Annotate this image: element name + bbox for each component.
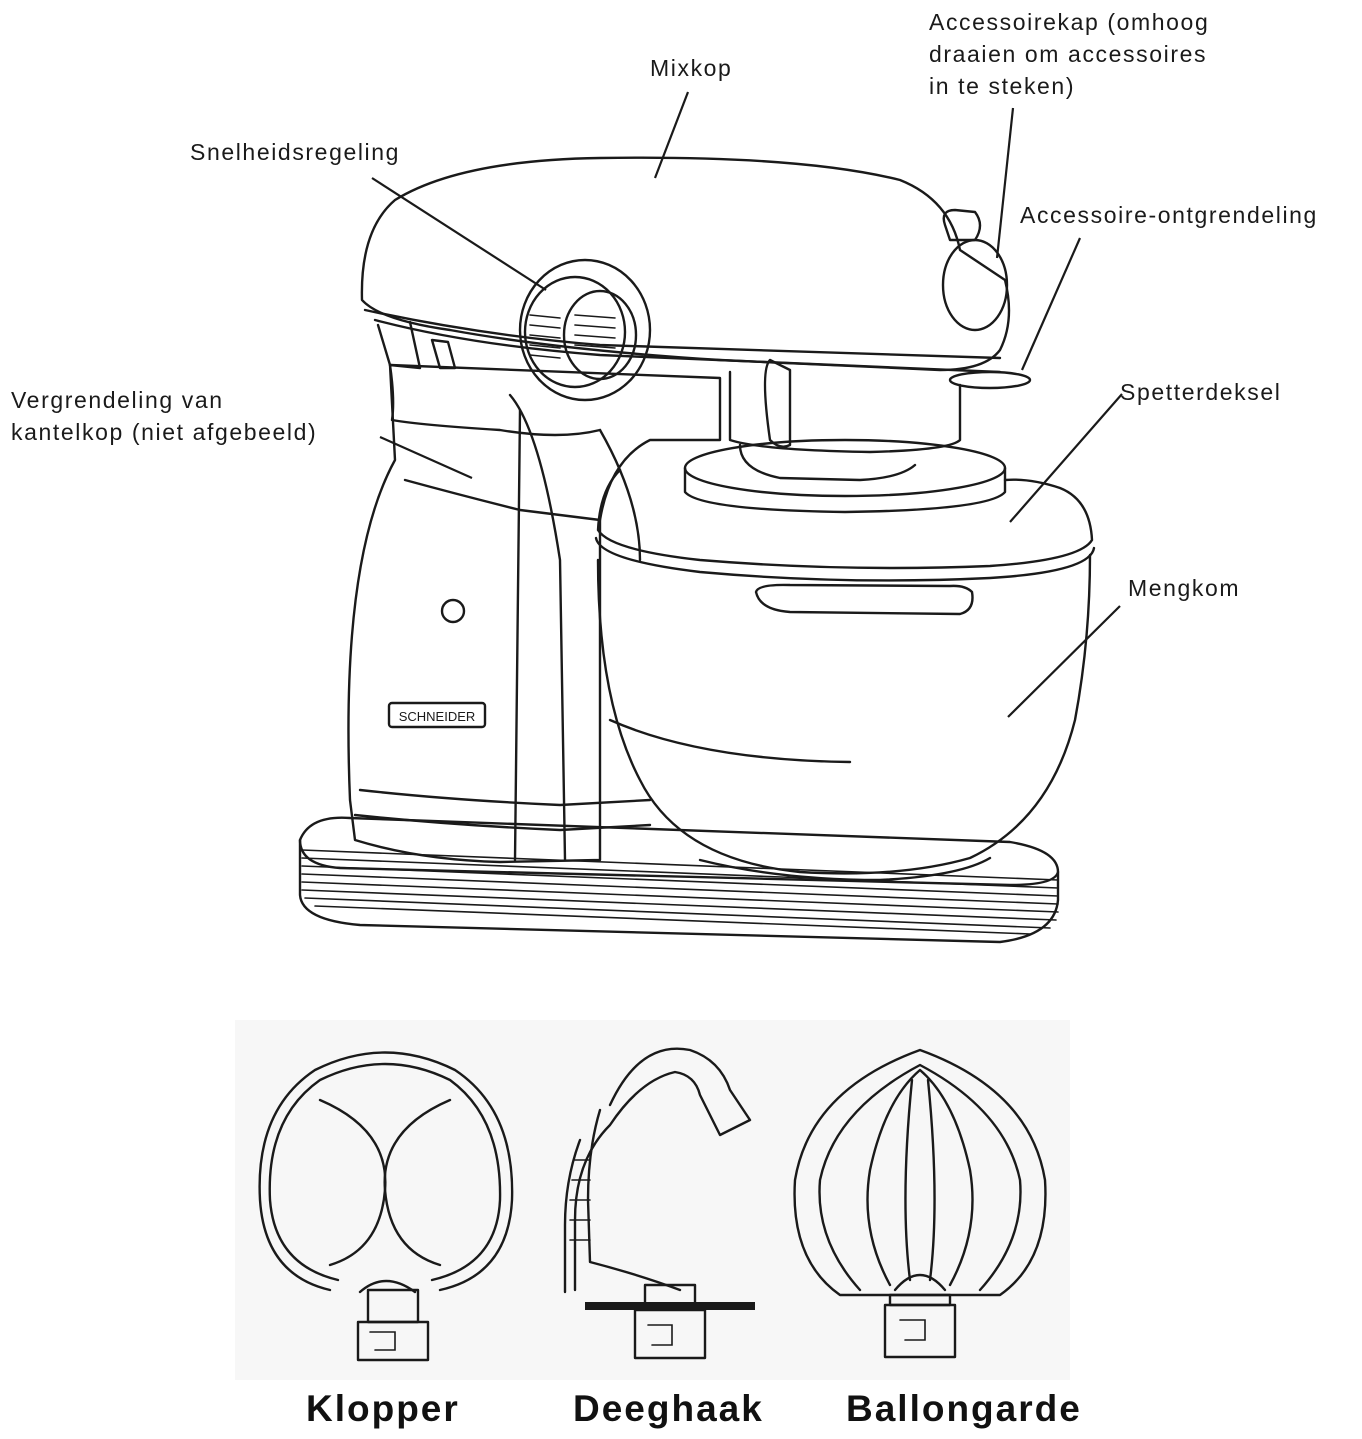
label-mengkom: Mengkom — [1128, 575, 1241, 601]
brand-plate — [387, 701, 487, 729]
caption-deeghaak: Deeghaak — [573, 1388, 764, 1429]
label-accessoirekap: Accessoirekap (omhoog draaien om accesso… — [929, 9, 1210, 99]
label-spetterdeksel: Spetterdeksel — [1120, 379, 1282, 405]
flat-beater-illustration — [258, 1051, 514, 1362]
balloon-whisk-illustration — [793, 1048, 1047, 1359]
brand-text: SCHNEIDER — [399, 709, 476, 724]
caption-klopper: Klopper — [306, 1388, 460, 1429]
dough-hook-illustration — [563, 1047, 755, 1360]
mixer-base — [298, 816, 1060, 944]
label-mixkop: Mixkop — [650, 55, 733, 81]
label-snelheidsregeling: Snelheidsregeling — [190, 139, 401, 165]
label-vergrendeling: Vergrendeling van kantelkop (niet afgebe… — [11, 387, 318, 445]
caption-ballongarde: Ballongarde — [846, 1388, 1082, 1429]
label-accessoire-ontgrendeling: Accessoire-ontgrendeling — [1020, 202, 1318, 228]
mixer-body: SCHNEIDER — [347, 363, 722, 864]
leader-lines — [371, 91, 1123, 718]
attachments-panel — [235, 1020, 1070, 1380]
mix-head — [360, 156, 1032, 482]
splash-guard — [594, 438, 1096, 582]
mixing-bowl — [596, 553, 1092, 882]
